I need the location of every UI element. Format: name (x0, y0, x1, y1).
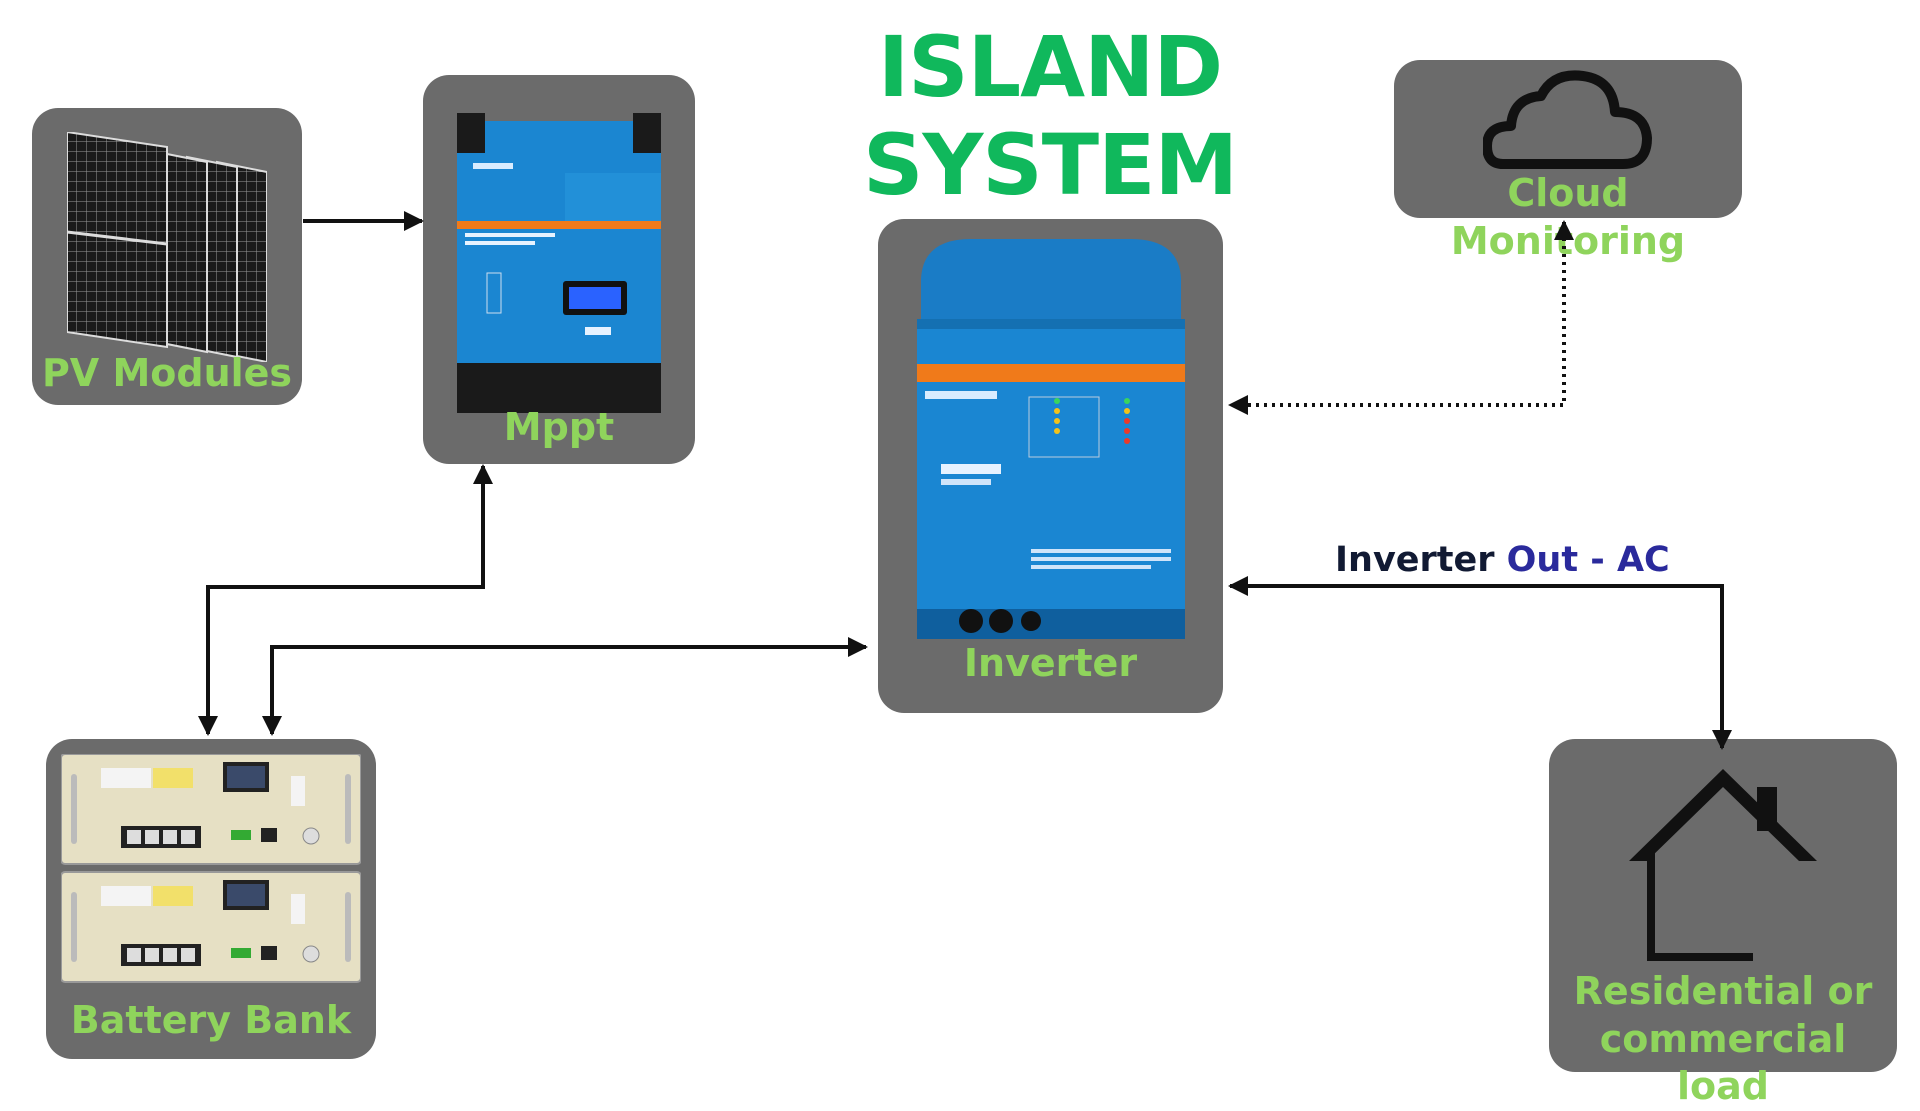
battery-inverter-arrow (262, 637, 868, 736)
battery-rack-icon (61, 754, 361, 983)
pv-modules-label: PV Modules (41, 351, 293, 395)
inverter-out-label-part2: Out - AC (1506, 540, 1670, 580)
mppt-node: Mppt (423, 75, 695, 464)
solar-panel-icon (67, 132, 267, 362)
inverter-node: Inverter (878, 219, 1223, 713)
load-label-line1: Residential or (1573, 969, 1873, 1013)
cloud-icon (1483, 70, 1652, 169)
cloud-inverter-link (1228, 220, 1574, 415)
battery-bank-node: Battery Bank (46, 739, 376, 1059)
battery-mppt-arrow (198, 464, 493, 736)
inverter-load-arrow (1228, 576, 1732, 750)
mppt-device-icon (457, 113, 661, 413)
inverter-device-icon (917, 239, 1185, 639)
inverter-out-label-part1: Inverter (1335, 540, 1507, 580)
house-icon (1629, 769, 1817, 961)
pv-modules-node: PV Modules (32, 108, 302, 405)
mppt-label: Mppt (503, 405, 615, 449)
inverter-label: Inverter (963, 641, 1138, 685)
connectors (198, 211, 1732, 750)
inverter-out-ac-label: Inverter Out - AC (1335, 540, 1670, 580)
diagram-title: ISLAND SYSTEM (862, 18, 1238, 214)
battery-bank-label: Battery Bank (70, 998, 352, 1042)
